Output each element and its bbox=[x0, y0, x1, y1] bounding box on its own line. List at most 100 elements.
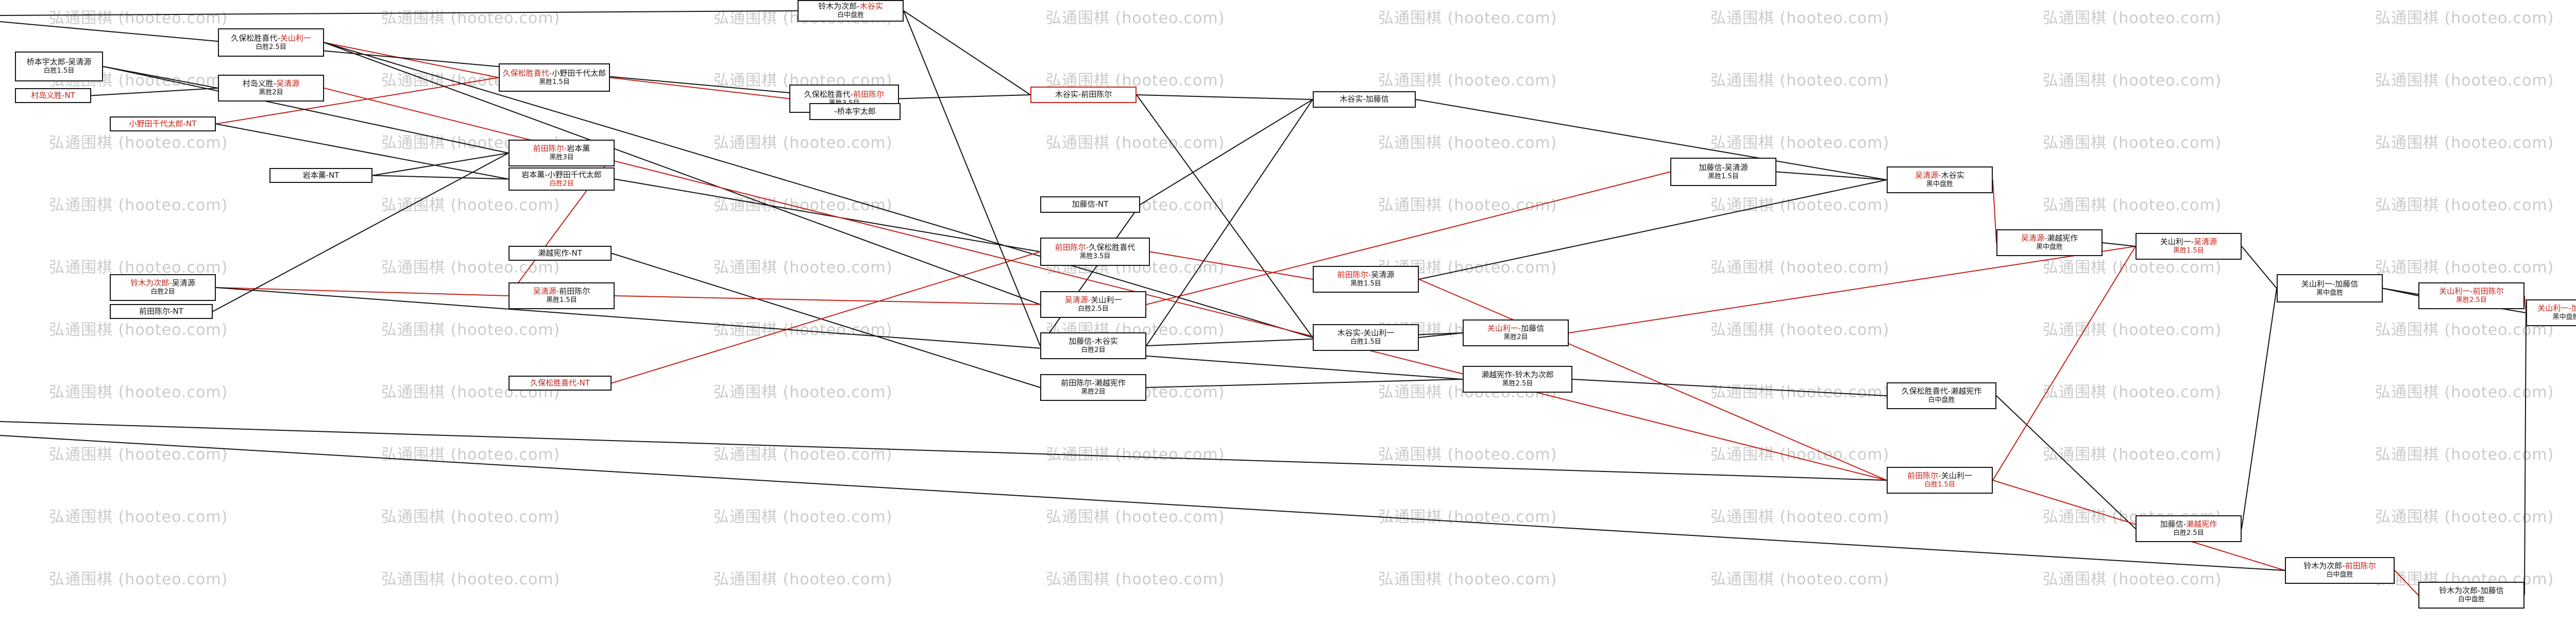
match-text-segment: 久保松胜喜代- bbox=[502, 68, 552, 78]
match-players: 前田陈尔-NT bbox=[139, 307, 183, 316]
match-result: 黑中盘胜 bbox=[2316, 289, 2343, 297]
match-text-segment: 黑胜1.5目 bbox=[539, 78, 570, 86]
match-connector bbox=[1996, 395, 2136, 529]
match-text-segment: 吴清源 bbox=[276, 79, 300, 89]
match-text-segment: 加藤信- bbox=[2160, 519, 2187, 529]
match-connector bbox=[611, 252, 1041, 388]
match-text-segment: 白中盘胜 bbox=[2458, 596, 2485, 604]
match-text-segment: 黑胜1.5目 bbox=[2173, 247, 2204, 255]
match-connector bbox=[1418, 179, 1887, 280]
match-result: 黑胜1.5目 bbox=[546, 296, 577, 304]
match-connector bbox=[324, 42, 1041, 305]
match-players: 前田陈尔-吴清源 bbox=[1337, 271, 1394, 280]
match-text-segment: 铃木为次郎- bbox=[818, 2, 860, 11]
match-text-segment: 铃木为次郎- bbox=[2303, 561, 2345, 571]
match-box-n39: 铃木为次郎-木谷实白中盘胜 bbox=[798, 0, 904, 22]
match-text-segment: 木谷实 bbox=[1941, 171, 1964, 180]
match-box-n02: 村岛义胜-NT bbox=[15, 88, 91, 103]
match-text-segment: 濑越宪作 bbox=[2186, 519, 2217, 529]
match-box-n06: 岩本薰-NT bbox=[269, 168, 372, 183]
match-text-segment: 加藤信 bbox=[1521, 324, 1545, 333]
match-text-segment: 木谷实-前田陈尔 bbox=[1055, 90, 1112, 99]
match-text-segment: 前田陈尔- bbox=[533, 144, 567, 154]
match-text-segment: 岩本薰 bbox=[567, 144, 590, 154]
match-players: 前田陈尔-濑越宪作 bbox=[1061, 379, 1125, 388]
match-connector bbox=[0, 10, 798, 16]
match-text-segment: -桥本宇太郎 bbox=[834, 106, 876, 116]
match-connector bbox=[2394, 570, 2419, 596]
match-players: 吴清源-濑越宪作 bbox=[2021, 234, 2078, 243]
match-text-segment: 加藤信-吴清源 bbox=[1699, 162, 1748, 172]
match-players: 岩本薰-小野田千代太郎 bbox=[521, 170, 601, 180]
match-players: 岩本薰-NT bbox=[303, 171, 340, 180]
match-connector bbox=[1418, 332, 1463, 338]
match-box-n17: 加藤信-NT bbox=[1040, 196, 1140, 213]
match-result: 白中盘胜 bbox=[2326, 571, 2353, 579]
match-connector bbox=[1136, 94, 1313, 100]
match-box-n34: 关山利一-加藤信黑中盘胜 bbox=[2277, 274, 2383, 302]
match-result: 白胜2.5目 bbox=[1078, 305, 1109, 313]
match-box-n31: 吴清源-濑越宪作黑中盘胜 bbox=[1996, 229, 2103, 256]
match-players: 吴清源-前田陈尔 bbox=[533, 287, 590, 296]
match-result: 白胜2.5目 bbox=[256, 43, 286, 51]
match-connector bbox=[2241, 246, 2277, 289]
match-players: -桥本宇太郎 bbox=[834, 107, 875, 116]
match-players: 吴清源-关山利一 bbox=[1065, 296, 1122, 305]
match-text-segment: 白胜2目 bbox=[150, 288, 175, 296]
match-box-n35: 铃木为次郎-前田陈尔白中盘胜 bbox=[2285, 557, 2395, 584]
match-connector bbox=[372, 153, 509, 176]
match-text-segment: 黑中盘胜 bbox=[2316, 289, 2343, 297]
match-text-segment: 前田陈尔- bbox=[1907, 471, 1941, 481]
match-players: 久保松胜喜代-前田陈尔 bbox=[804, 90, 884, 99]
match-box-n14: 久保松胜喜代-NT bbox=[509, 376, 612, 391]
match-box-n30: 前田陈尔-关山利一白胜1.5目 bbox=[1887, 467, 1993, 494]
match-result: 白胜2目 bbox=[150, 288, 175, 296]
match-connector bbox=[0, 21, 790, 93]
match-result: 黑胜1.5目 bbox=[1708, 173, 1739, 180]
match-result: 黑中盘胜 bbox=[2036, 243, 2063, 251]
match-players: 加藤信-木谷实 bbox=[1069, 337, 1117, 346]
match-text-segment: 加藤信-NT bbox=[1072, 199, 1109, 209]
match-text-segment: 木谷实-关山利一 bbox=[1337, 328, 1395, 338]
match-box-n28: 吴清源-木谷实黑中盘胜 bbox=[1887, 166, 1993, 193]
match-result: 白胜1.5目 bbox=[44, 67, 75, 75]
match-text-segment: 小野田千代太郎 bbox=[552, 68, 606, 78]
match-text-segment: 濑越宪作 bbox=[2047, 233, 2078, 243]
match-connector bbox=[2241, 288, 2277, 529]
match-players: 关山利一-吴清源 bbox=[2160, 238, 2217, 247]
match-text-segment: 黑中盘胜 bbox=[2036, 243, 2063, 251]
match-box-n09: 久保松胜喜代-小野田千代太郎黑胜1.5目 bbox=[499, 63, 610, 92]
match-players: 久保松胜喜代-关山利一 bbox=[231, 33, 311, 43]
match-connector bbox=[1146, 171, 1671, 305]
match-connector bbox=[1140, 99, 1313, 205]
match-result: 白胜1.5目 bbox=[1350, 338, 1381, 346]
match-text-segment: 白中盘胜 bbox=[837, 11, 864, 20]
match-connector bbox=[609, 77, 790, 99]
match-box-n04: 久保松胜喜代-关山利一白胜2.5目 bbox=[218, 28, 324, 57]
match-players: 关山利一-加藤信 bbox=[1487, 324, 1544, 333]
match-text-segment: 黑胜1.5目 bbox=[1350, 280, 1381, 288]
match-result: 白胜2目 bbox=[549, 180, 573, 188]
match-text-segment: 前田陈尔- bbox=[1337, 270, 1371, 280]
match-text-segment: 白胜1.5目 bbox=[1924, 481, 1955, 489]
match-connector bbox=[1572, 379, 1887, 396]
match-text-segment: 吴清源 bbox=[2194, 237, 2217, 247]
match-result: 白中盘胜 bbox=[2458, 596, 2485, 603]
match-result: 黑胜2.5目 bbox=[2456, 296, 2487, 304]
match-players: 濑越宪作-NT bbox=[538, 248, 582, 258]
match-result: 黑胜1.5目 bbox=[1350, 280, 1381, 288]
match-result: 白胜2目 bbox=[1081, 346, 1105, 354]
match-box-n23: 前田陈尔-吴清源黑胜1.5目 bbox=[1313, 266, 1419, 293]
match-box-n15b: -桥本宇太郎 bbox=[809, 103, 901, 120]
match-text-segment: 前田陈尔-NT bbox=[139, 306, 183, 316]
match-text-segment: 关山利一 bbox=[1941, 471, 1972, 481]
match-players: 久保松胜喜代-濑越宪作 bbox=[1902, 387, 1981, 396]
match-box-n36: 关山利一-前田陈尔黑胜2.5目 bbox=[2418, 282, 2524, 309]
match-connector bbox=[1776, 171, 1887, 180]
match-text-segment: 吴清源 bbox=[1371, 270, 1395, 280]
match-text-segment: 白胜2.5目 bbox=[1078, 305, 1109, 313]
match-text-segment: 白胜2.5目 bbox=[2173, 529, 2204, 537]
match-result: 黑胜3.5目 bbox=[1080, 252, 1111, 260]
match-result: 白中盘胜 bbox=[837, 11, 864, 19]
